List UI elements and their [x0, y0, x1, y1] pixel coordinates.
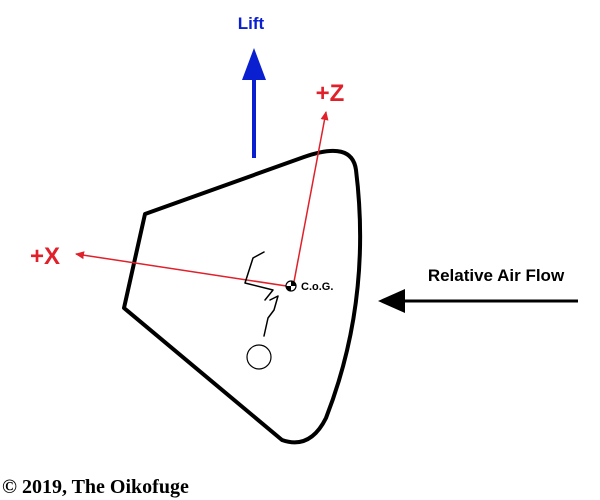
astronaut-figure-icon: [244, 251, 279, 370]
relative-air-flow-arrow: [378, 289, 578, 313]
x-axis-label: +X: [30, 243, 60, 270]
cog-symbol-icon: [285, 280, 297, 292]
lift-arrow: [242, 48, 266, 158]
x-axis-arrow: [75, 251, 294, 288]
lift-label: Lift: [238, 14, 265, 33]
z-axis-arrow: [292, 111, 329, 288]
relative-air-flow-label: Relative Air Flow: [428, 266, 565, 285]
capsule-outline: [122, 148, 363, 445]
cog-label: C.o.G.: [301, 281, 333, 293]
copyright-text: © 2019, The Oikofuge: [2, 476, 189, 498]
z-axis-label: +Z: [316, 80, 345, 107]
